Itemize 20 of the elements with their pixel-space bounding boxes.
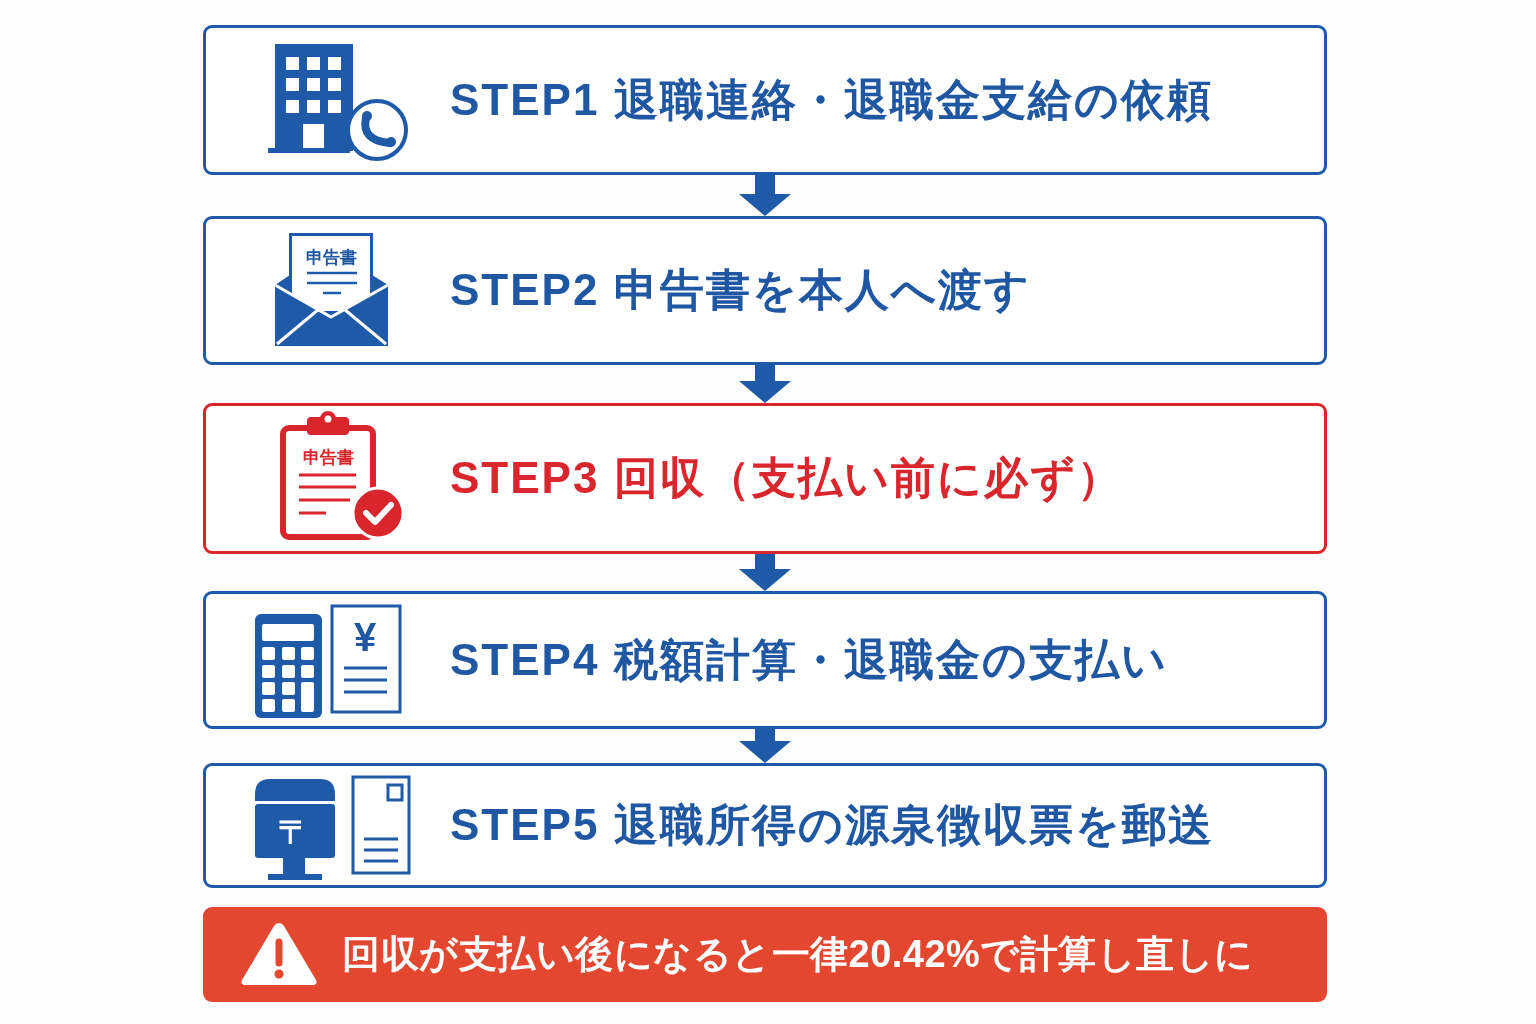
step-box — [203, 763, 1327, 888]
step-title: STEP4 税額計算・退職金の支払い — [450, 633, 1168, 686]
arrow — [739, 365, 791, 403]
step-title: STEP1 退職連絡・退職金支給の依頼 — [450, 73, 1213, 126]
postal-mark: 〒 — [278, 816, 310, 848]
step-box — [203, 216, 1327, 365]
step-box — [203, 25, 1327, 175]
arrow — [739, 729, 791, 763]
warning-banner — [203, 907, 1327, 1002]
document-title: 申告書 — [302, 448, 354, 466]
step-title: STEP5 退職所得の源泉徴収票を郵送 — [450, 799, 1214, 852]
arrow — [739, 554, 791, 591]
step-box — [203, 591, 1327, 729]
arrow — [739, 175, 791, 216]
warning-text: 回収が支払い後になると一律20.42%で計算し直しに — [342, 931, 1254, 977]
document-title: 申告書 — [305, 248, 357, 266]
step-title: STEP3 回収（支払い前に必ず） — [450, 452, 1123, 505]
step-box — [203, 403, 1327, 554]
step-title: STEP2 申告書を本人へ渡す — [450, 264, 1031, 317]
yen-sign: ¥ — [353, 617, 377, 657]
